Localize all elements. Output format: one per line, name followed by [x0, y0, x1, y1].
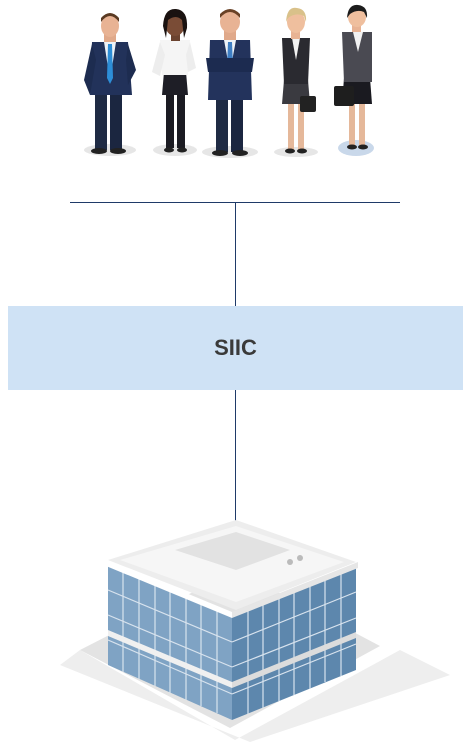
- person-1: [84, 13, 136, 156]
- lower-vertical-connector-line: [235, 390, 236, 522]
- office-building-icon: [60, 520, 450, 742]
- siic-band: SIIC: [8, 306, 463, 390]
- upper-vertical-connector-line: [235, 202, 236, 306]
- business-people-icon: [84, 4, 374, 158]
- person-2: [152, 8, 197, 156]
- siic-label: SIIC: [214, 335, 257, 360]
- person-4: [274, 7, 318, 157]
- person-3: [202, 9, 258, 158]
- person-5: [334, 4, 374, 156]
